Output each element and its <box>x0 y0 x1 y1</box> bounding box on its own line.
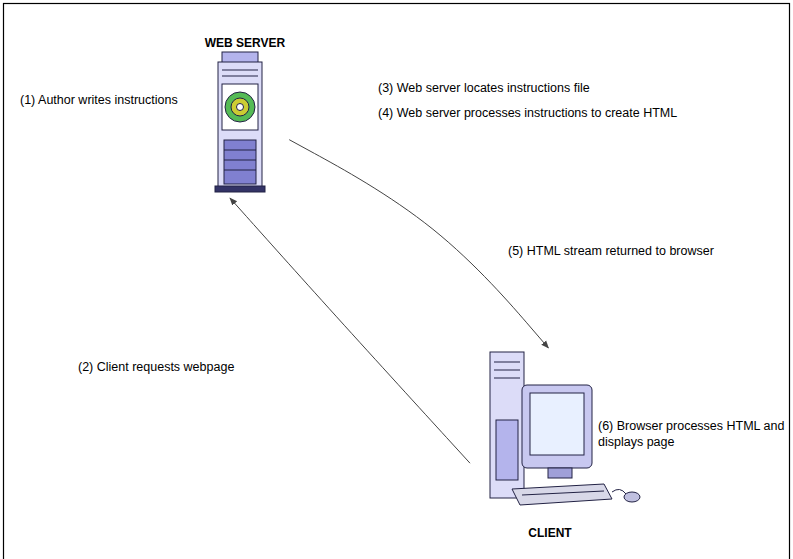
step-note: (4) Web server processes instructions to… <box>378 105 778 121</box>
request-arrow <box>230 198 470 463</box>
edge-label: (5) HTML stream returned to browser <box>508 243 714 259</box>
step-note: (3) Web server locates instructions file <box>378 80 738 96</box>
edge-label: (2) Client requests webpage <box>78 359 234 375</box>
frame <box>4 4 790 559</box>
server-icon <box>215 52 265 192</box>
node-heading: CLIENT <box>528 526 571 540</box>
node-heading: WEB SERVER <box>205 36 285 50</box>
step-note: (1) Author writes instructions <box>20 92 220 108</box>
server-node: WEB SERVER <box>201 36 289 198</box>
step-note: (6) Browser processes HTML and displays … <box>598 418 786 451</box>
